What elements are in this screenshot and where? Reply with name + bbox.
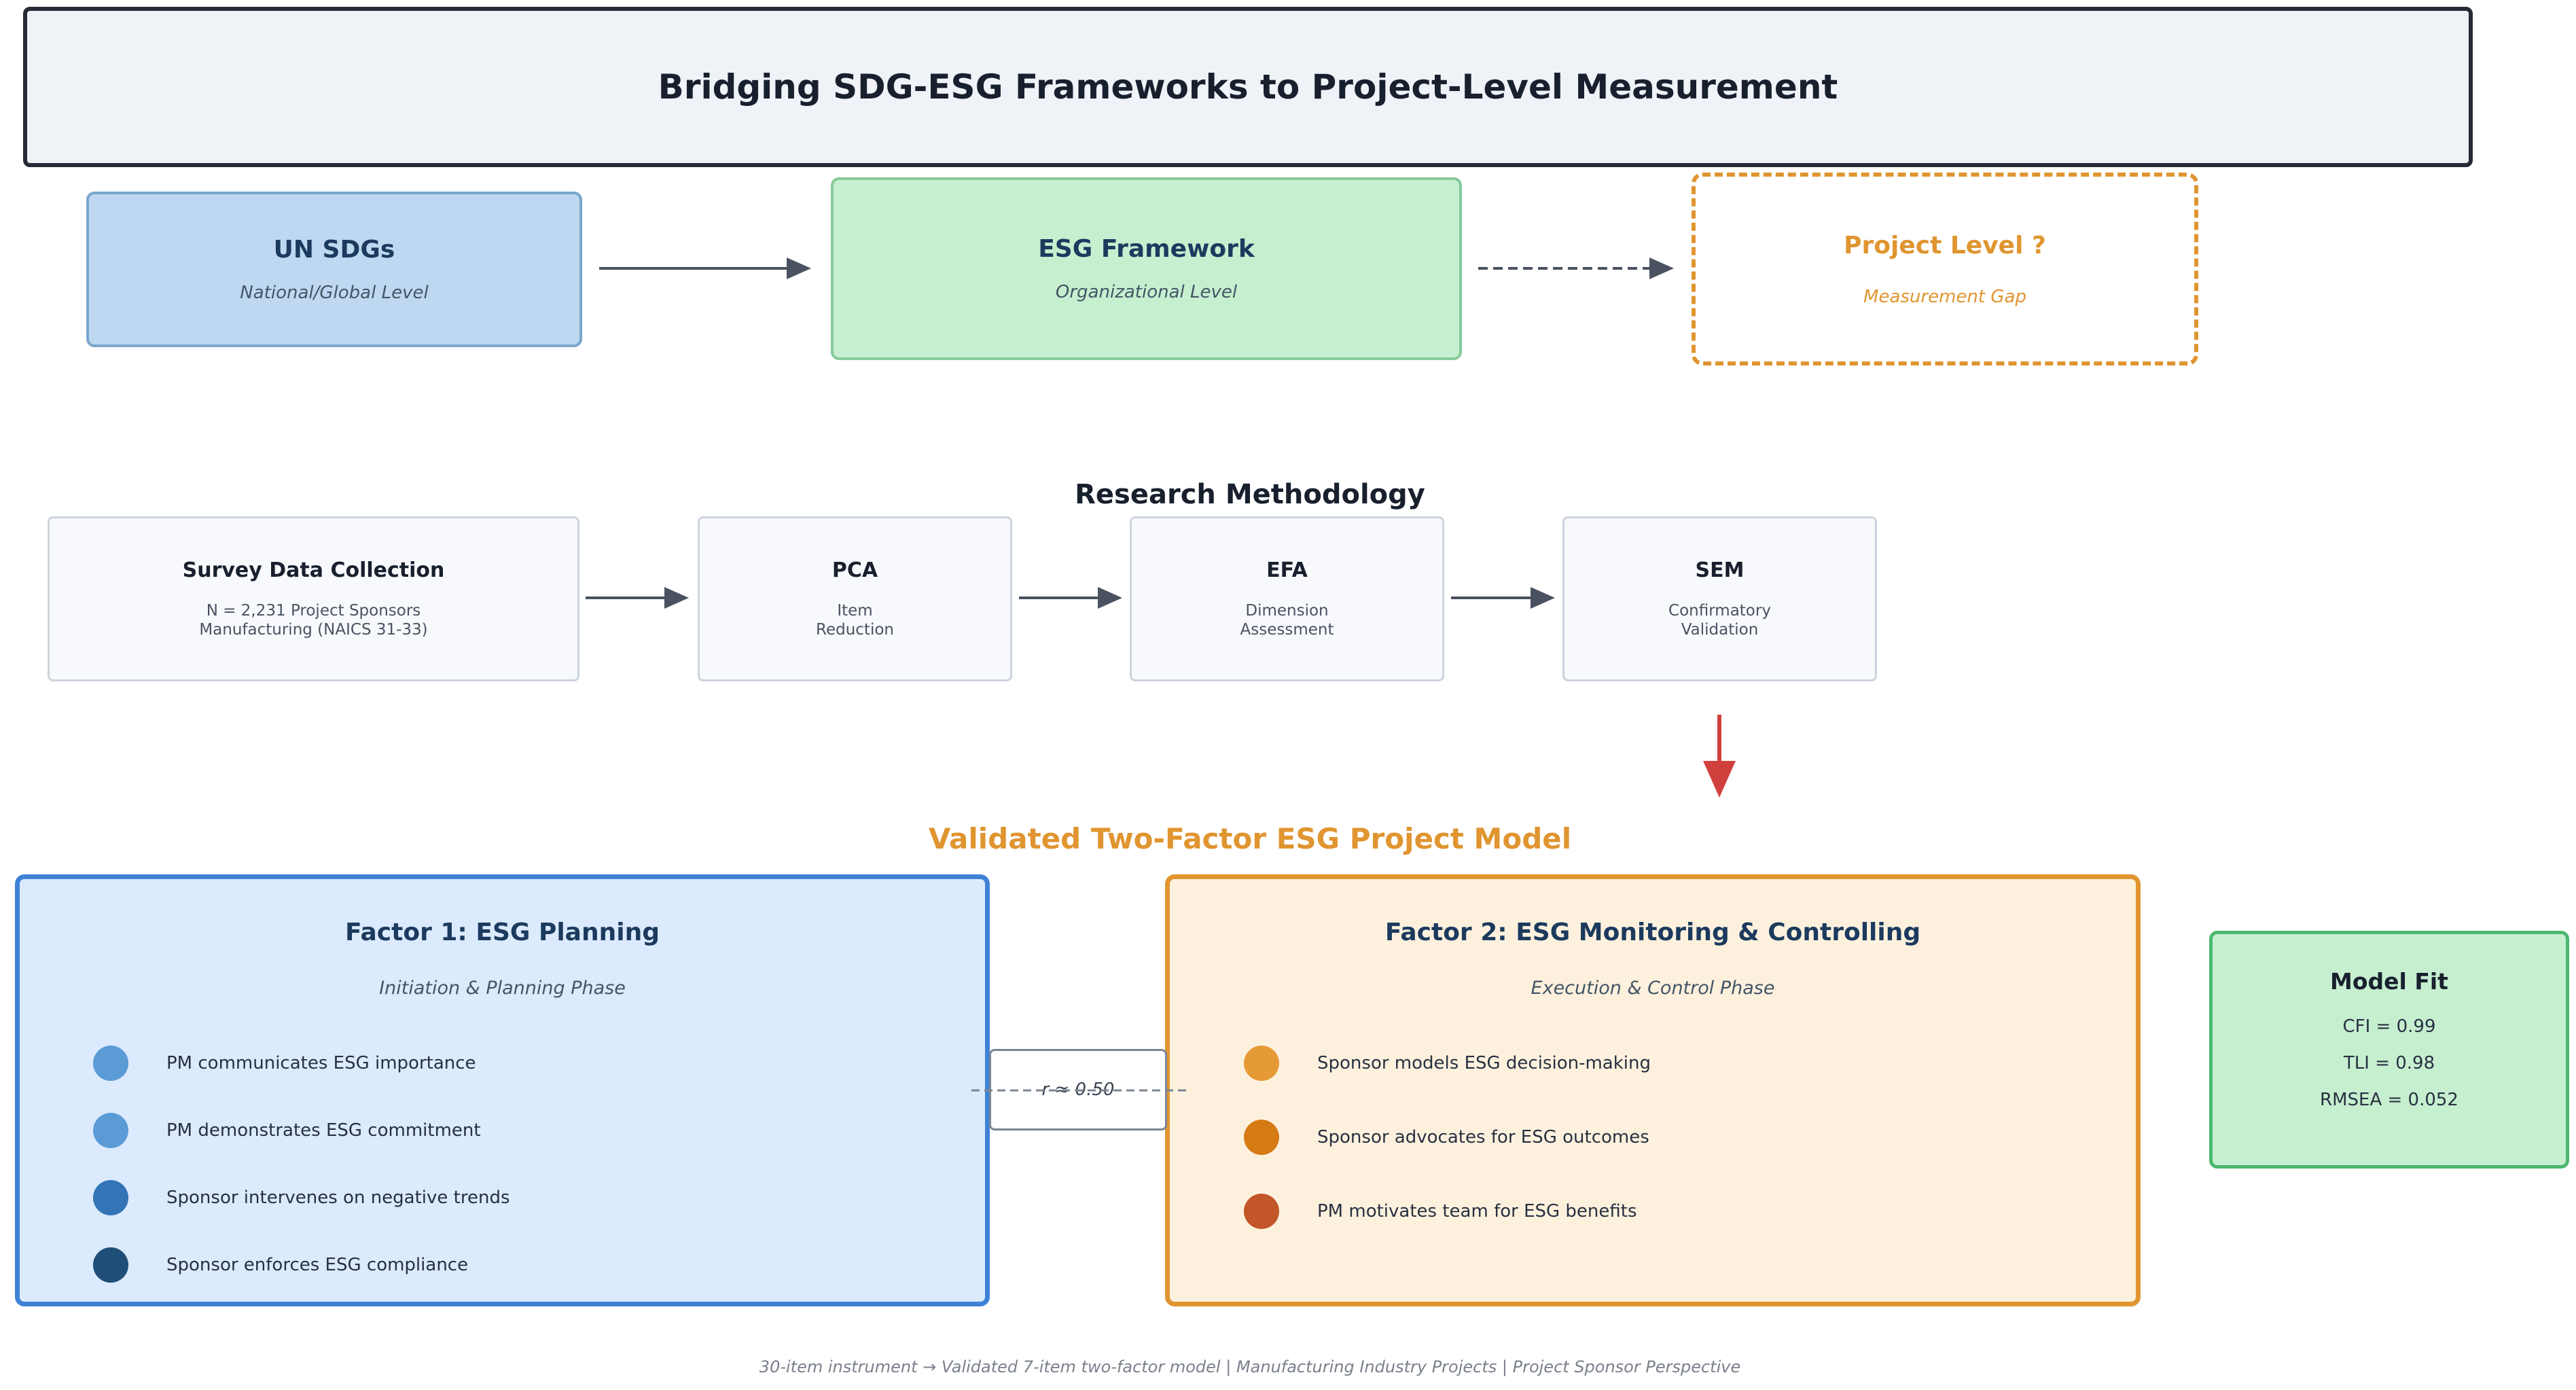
list-item: Sponsor enforces ESG compliance: [93, 1247, 468, 1283]
step-subtitle: Confirmatory Validation: [1668, 602, 1771, 639]
factor1-planning-box: Factor 1: ESG Planning Initiation & Plan…: [15, 874, 990, 1306]
step-subtitle: Dimension Assessment: [1240, 602, 1334, 639]
factor1-subtitle: Initiation & Planning Phase: [379, 978, 626, 999]
list-item: PM demonstrates ESG commitment: [93, 1113, 481, 1148]
cfi-value: CFI = 0.99: [2342, 1016, 2436, 1037]
bullet-dot-icon: [93, 1247, 128, 1283]
step-title: EFA: [1266, 558, 1308, 582]
esg-framework-title: ESG Framework: [1038, 235, 1255, 263]
esg-framework-subtitle: Organizational Level: [1055, 282, 1238, 302]
step-subtitle: Item Reduction: [816, 602, 894, 639]
model-fit-box: Model Fit CFI = 0.99 TLI = 0.98 RMSEA = …: [2209, 931, 2569, 1169]
list-item: Sponsor models ESG decision-making: [1244, 1046, 1651, 1081]
bullet-dot-icon: [93, 1113, 128, 1148]
un-sdgs-title: UN SDGs: [273, 236, 395, 264]
step-sem: SEM Confirmatory Validation: [1562, 516, 1877, 681]
un-sdgs-box: UN SDGs National/Global Level: [86, 192, 582, 347]
bullet-dot-icon: [1244, 1194, 1279, 1229]
tli-value: TLI = 0.98: [2343, 1053, 2435, 1073]
list-item: Sponsor advocates for ESG outcomes: [1244, 1120, 1649, 1155]
factor2-subtitle: Execution & Control Phase: [1531, 978, 1775, 999]
header-banner: Bridging SDG-ESG Frameworks to Project-L…: [23, 7, 2473, 167]
factor1-title: Factor 1: ESG Planning: [345, 919, 660, 946]
bullet-dot-icon: [1244, 1046, 1279, 1081]
page-title: Bridging SDG-ESG Frameworks to Project-L…: [658, 67, 1838, 107]
list-item: PM communicates ESG importance: [93, 1046, 476, 1081]
step-subtitle: N = 2,231 Project Sponsors Manufacturing…: [199, 602, 428, 639]
rmsea-value: RMSEA = 0.052: [2320, 1090, 2458, 1110]
list-item: PM motivates team for ESG benefits: [1244, 1194, 1637, 1229]
bullet-dot-icon: [93, 1046, 128, 1081]
factor2-item-label: PM motivates team for ESG benefits: [1317, 1201, 1637, 1222]
bullet-dot-icon: [1244, 1120, 1279, 1155]
correlation-dashed-line: [971, 1089, 1189, 1092]
footer-note: 30-item instrument → Validated 7-item tw…: [759, 1357, 1741, 1376]
factor2-item-label: Sponsor models ESG decision-making: [1317, 1053, 1651, 1073]
factor1-item-label: Sponsor intervenes on negative trends: [166, 1188, 510, 1208]
esg-framework-box: ESG Framework Organizational Level: [831, 177, 1462, 360]
un-sdgs-subtitle: National/Global Level: [240, 283, 429, 303]
step-title: SEM: [1695, 558, 1745, 582]
step-title: Survey Data Collection: [182, 558, 445, 582]
factor2-monitoring-box: Factor 2: ESG Monitoring & Controlling E…: [1165, 874, 2141, 1306]
step-pca: PCA Item Reduction: [698, 516, 1012, 681]
step-efa: EFA Dimension Assessment: [1130, 516, 1444, 681]
bullet-dot-icon: [93, 1180, 128, 1215]
methodology-title: Research Methodology: [1075, 479, 1425, 510]
factor2-title: Factor 2: ESG Monitoring & Controlling: [1384, 919, 1921, 946]
list-item: Sponsor intervenes on negative trends: [93, 1180, 510, 1215]
project-level-subtitle: Measurement Gap: [1863, 286, 2026, 307]
step-survey: Survey Data Collection N = 2,231 Project…: [48, 516, 579, 681]
step-title: PCA: [831, 558, 878, 582]
factor1-item-label: PM demonstrates ESG commitment: [166, 1120, 481, 1141]
factor1-item-label: Sponsor enforces ESG compliance: [166, 1255, 469, 1275]
factor1-item-label: PM communicates ESG importance: [166, 1053, 476, 1073]
model-fit-title: Model Fit: [2330, 968, 2448, 995]
factor2-item-label: Sponsor advocates for ESG outcomes: [1317, 1127, 1649, 1147]
project-level-title: Project Level ?: [1844, 231, 2046, 260]
project-level-box: Project Level ? Measurement Gap: [1692, 173, 2198, 366]
model-title: Validated Two-Factor ESG Project Model: [928, 822, 1572, 855]
